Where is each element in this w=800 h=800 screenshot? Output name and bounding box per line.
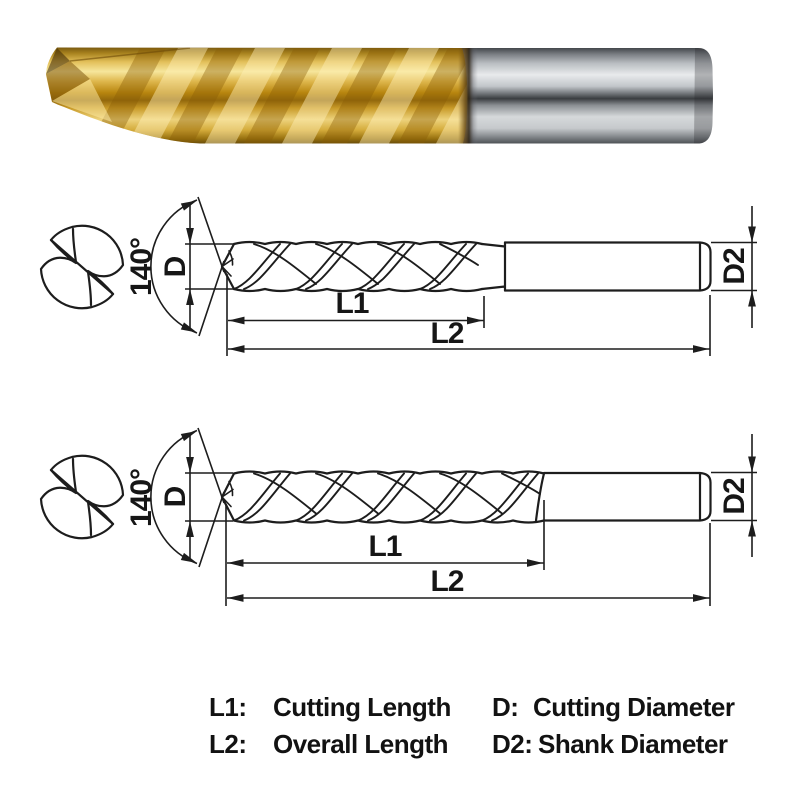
d-extension-lines-2 [185,472,233,522]
overall-length-label-2: L2 [430,565,463,598]
drill-photo [46,47,713,144]
point-angle-arc-1 [150,199,198,334]
angle-label-2: 140° [125,469,158,527]
flute-spiral-shading [46,47,468,144]
shank-2 [542,471,712,522]
length-extension-lines-1 [226,274,711,356]
technical-drawing-2: 140° D L1 L2 D2 [39,427,757,606]
point-angle-arc-2 [150,429,198,565]
legend-l2-text: Overall Length [273,729,448,759]
neck-1 [480,241,507,292]
end-view-1 [39,224,125,310]
d2-extension-lines-1 [711,241,757,292]
shank-diameter-label-2: D2 [718,478,751,515]
dimensions-2: 140° D L1 L2 D2 [125,427,757,606]
dimensions-1: 140° D L1 L2 D2 [125,196,757,356]
end-view-2 [39,454,125,540]
end-view-web-edges [71,457,93,537]
d2-extension-lines-2 [711,471,757,522]
flute-spirals-1 [233,243,479,290]
legend-d2-text: Shank Diameter [538,729,728,759]
flute-spirals-2 [233,472,541,522]
flute-shank-boundary-2 [534,472,546,522]
end-view-outline [39,224,125,310]
technical-drawing-1: 140° D L1 L2 D2 [39,196,757,356]
shank-end-shade [694,48,713,144]
legend: L1: Cutting Length D: Cutting Diameter L… [209,692,735,759]
overall-length-label-1: L2 [430,317,463,350]
length-extension-lines-2 [225,500,711,606]
shank-diameter-label-1: D2 [718,248,751,285]
shank-1 [503,241,712,292]
end-view-outline [39,454,125,540]
d-extension-lines-1 [185,243,233,290]
point-angle-lines-1 [197,196,225,337]
side-view-1 [220,240,712,293]
legend-l1-text: Cutting Length [273,692,451,722]
end-view-web-edges [71,227,93,307]
side-view-2 [220,470,712,524]
cutting-diameter-label-2: D [159,486,192,507]
angle-label-1: 140° [125,238,158,296]
coating-junction [458,48,478,144]
legend-d2-label: D2: [492,729,532,759]
legend-l1-label: L1: [209,692,247,722]
point-angle-lines-2 [197,427,225,568]
shank-section [461,48,713,144]
legend-l2-label: L2: [209,729,247,759]
cutting-diameter-label-1: D [159,256,192,277]
cutting-length-label-1: L1 [335,287,368,320]
end-view-chisel-edge [49,468,115,526]
legend-d-text: Cutting Diameter [533,692,735,722]
legend-d-label: D: [492,692,518,722]
end-view-chisel-edge [49,238,115,296]
cutting-length-label-2: L1 [368,530,401,563]
flute-section [46,47,468,144]
